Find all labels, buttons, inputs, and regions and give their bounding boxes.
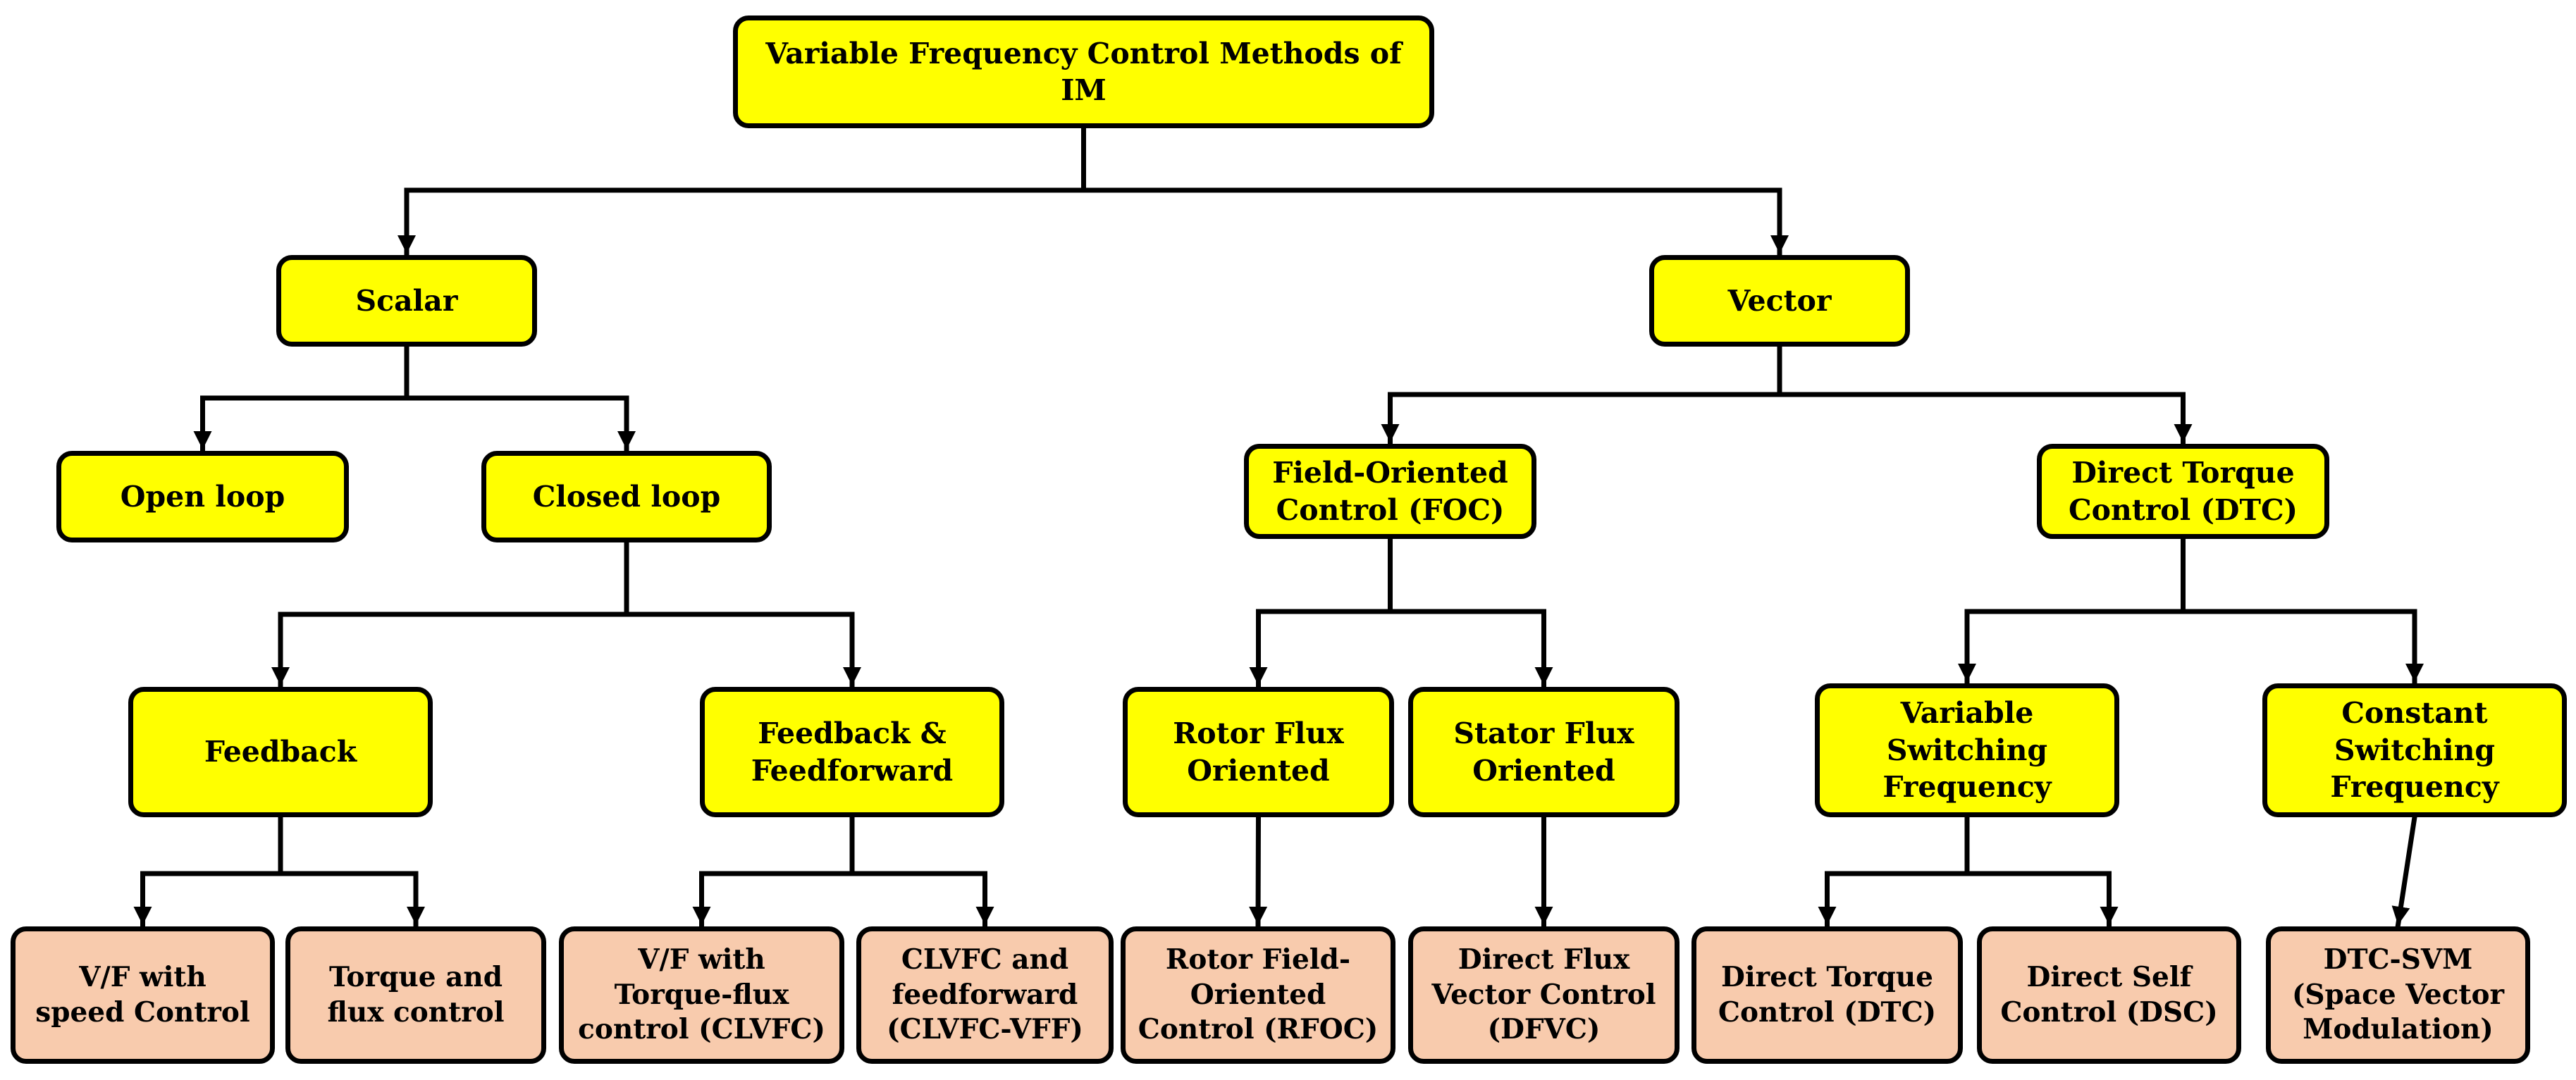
vf-speed-control-node: V/F with speed Control xyxy=(11,926,275,1064)
clvfc-node: V/F with Torque-flux control (CLVFC) xyxy=(559,926,844,1064)
constant-switching-frequency-node: Constant Switching Frequency xyxy=(2262,683,2567,817)
rfoc-node: Rotor Field- Oriented Control (RFOC) xyxy=(1121,926,1395,1064)
foc-node: Field-Oriented Control (FOC) xyxy=(1244,444,1536,539)
root-node: Variable Frequency Control Methods of IM xyxy=(733,15,1434,128)
vector-node: Vector xyxy=(1649,255,1910,347)
connector-arrow xyxy=(1249,814,1268,928)
clvfc-vff-node: CLVFC and feedforward (CLVFC-VFF) xyxy=(856,926,1114,1064)
dtc-method-node: Direct Torque Control (DTC) xyxy=(1691,926,1963,1064)
stator-flux-oriented-node: Stator Flux Oriented xyxy=(1408,687,1680,817)
dtc-node: Direct Torque Control (DTC) xyxy=(2037,444,2329,539)
torque-flux-control-node: Torque and flux control xyxy=(285,926,546,1064)
dfvc-node: Direct Flux Vector Control (DFVC) xyxy=(1408,926,1680,1064)
connector-arrow xyxy=(2391,814,2417,928)
dtc-svm-node: DTC-SVM (Space Vector Modulation) xyxy=(2266,926,2530,1064)
feedback-feedforward-node: Feedback & Feedforward xyxy=(700,687,1004,817)
open-loop-node: Open loop xyxy=(56,451,349,542)
closed-loop-node: Closed loop xyxy=(481,451,772,542)
dsc-node: Direct Self Control (DSC) xyxy=(1977,926,2241,1064)
feedback-node: Feedback xyxy=(128,687,433,817)
scalar-node: Scalar xyxy=(276,255,537,347)
rotor-flux-oriented-node: Rotor Flux Oriented xyxy=(1123,687,1394,817)
variable-switching-frequency-node: Variable Switching Frequency xyxy=(1815,683,2119,817)
